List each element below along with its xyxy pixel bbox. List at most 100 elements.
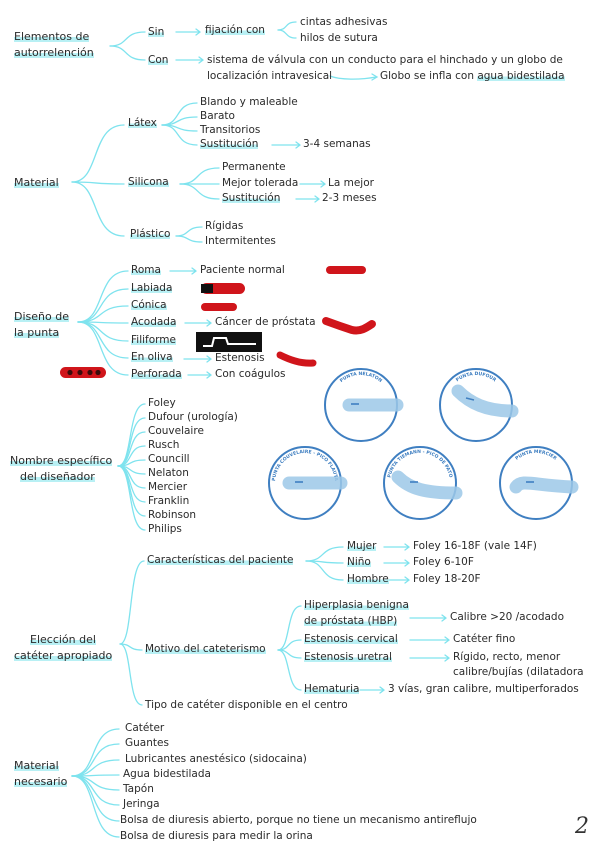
- s6-item-7: Bolsa de diuresis para medir la orina: [120, 830, 313, 842]
- s5-hombre-res: Foley 18-20F: [413, 573, 481, 585]
- s3-roma-res: Paciente normal: [200, 264, 285, 276]
- s2-silicona: Silicona: [128, 176, 169, 188]
- s5-motivo: Motivo del cateterismo: [145, 643, 266, 655]
- s4-name-4: Councill: [148, 453, 190, 465]
- arrow-latex-sust: [271, 141, 302, 149]
- s5-euret: Estenosis uretral: [304, 651, 392, 663]
- arrow-paciente: [383, 559, 411, 567]
- s5-hema-res: 3 vías, gran calibre, multiperforados: [388, 683, 579, 695]
- branch-line: [117, 465, 146, 531]
- s3-item-perforada: Perforada: [131, 368, 182, 380]
- arrow-hbp: [409, 614, 448, 622]
- s2-root: Material: [14, 176, 59, 189]
- s4-name-5: Nelaton: [148, 467, 189, 479]
- branch-line: [277, 649, 302, 691]
- branch-line: [117, 417, 146, 467]
- s4-name-2: Couvelaire: [148, 425, 204, 437]
- branch-line: [71, 775, 120, 806]
- arrow-oliva: [183, 355, 213, 363]
- s1-sin: Sin: [148, 26, 165, 38]
- s5-ecerv: Estenosis cervical: [304, 633, 398, 645]
- s5-euret-res1: Rígido, recto, menor: [453, 651, 561, 663]
- s1-con: Con: [148, 54, 169, 66]
- s1-root-line1: Elementos de: [14, 30, 90, 43]
- s2-latex-item-2: Transitorios: [200, 124, 261, 136]
- s5-hbp-line2: de próstata (HBP): [304, 615, 398, 627]
- arrow-con: [175, 56, 205, 64]
- s5-mujer-res: Foley 16-18F (vale 14F): [413, 540, 537, 552]
- s4-root-line1: Nombre específico: [10, 454, 113, 467]
- s6-item-2: Lubricantes anestésico (sidocaina): [125, 753, 307, 765]
- branch-line: [277, 21, 297, 31]
- s5-nino-res: Foley 6-10F: [413, 556, 474, 568]
- branch-line: [161, 124, 198, 146]
- s4-name-8: Robinson: [148, 509, 197, 521]
- page-number: 2: [575, 814, 589, 839]
- s2-latex-item-0: Blando y maleable: [200, 96, 298, 108]
- s3-root-line1: Diseño de: [14, 310, 69, 323]
- s1-valvula-line2: localización intravesical: [207, 70, 333, 82]
- s4-name-9: Philips: [148, 523, 182, 535]
- branch-line: [77, 321, 129, 342]
- arrow-euret: [409, 654, 451, 662]
- catheter-conica-drawing: [201, 303, 237, 311]
- s6-item-3: Agua bidestilada: [123, 768, 211, 780]
- branch-line: [109, 31, 146, 47]
- s2-latex-item-3: Sustitución: [200, 138, 259, 150]
- branch-line: [77, 270, 129, 323]
- s2-latex: Látex: [128, 117, 157, 129]
- catheter-roma-drawing-body: [326, 266, 366, 274]
- s5-tipo: Tipo de catéter disponible en el centro: [145, 699, 348, 711]
- catheter-oliva-drawing: [276, 351, 317, 367]
- branch-line: [77, 288, 129, 323]
- arrow-silicona-sust: [295, 195, 321, 203]
- s3-oliva-res: Estenosis: [215, 352, 265, 364]
- s4-root-line2: del diseñador: [20, 470, 95, 483]
- branch-line: [179, 167, 220, 185]
- s1-cintas: cintas adhesivas: [300, 16, 388, 28]
- s1-root-line2: autorrelención: [14, 46, 94, 59]
- arrow-perforada: [187, 371, 213, 379]
- s5-nino: Niño: [347, 556, 371, 568]
- s3-acodada-res: Cáncer de próstata: [215, 316, 316, 328]
- s6-item-1: Guantes: [125, 737, 169, 749]
- s3-item-filiforme: Filiforme: [131, 334, 176, 346]
- catheter-filiforme-box: [196, 332, 262, 352]
- s5-caract: Características del paciente: [147, 554, 294, 566]
- s2-latex-item-1: Barato: [200, 110, 235, 122]
- branch-line: [161, 102, 198, 126]
- s6-root-line2: necesario: [14, 775, 68, 788]
- arrow-paciente: [383, 543, 411, 551]
- branch-line: [119, 643, 143, 706]
- s5-mujer: Mujer: [347, 540, 377, 552]
- s6-item-0: Catéter: [125, 722, 165, 734]
- catheter-perforada-drawing: [60, 367, 106, 378]
- s6-item-4: Tapón: [123, 783, 154, 795]
- s4-name-3: Rusch: [148, 439, 180, 451]
- punta-circle-2: PUNTA COUVELAIRE - PICO FLAUTA: [268, 446, 348, 520]
- s4-name-0: Foley: [148, 397, 176, 409]
- branch-line: [305, 560, 344, 581]
- catheter-perforada-hole: [95, 369, 101, 376]
- branch-line: [119, 560, 145, 645]
- arrow-sin: [175, 28, 202, 36]
- branch-line: [71, 181, 125, 185]
- branch-line: [119, 643, 143, 651]
- arrow-hema: [359, 686, 386, 694]
- s3-perforada-res: Con coágulos: [215, 368, 286, 380]
- branch-line: [71, 124, 125, 183]
- s5-hema: Hematuria: [304, 683, 360, 695]
- s2-silicona-item-0: Permanente: [222, 161, 286, 173]
- s3-root-line2: la punta: [14, 326, 60, 339]
- s2-silicona-mejor: La mejor: [328, 177, 374, 189]
- s3-item-oliva: En oliva: [131, 351, 173, 363]
- s5-hbp-line1: Hiperplasia benigna: [304, 599, 409, 611]
- s6-item-6: Bolsa de diuresis abierto, porque no tie…: [120, 814, 477, 826]
- punta-catheter: [451, 384, 519, 418]
- branch-line: [71, 728, 120, 777]
- catheter-perforada-hole: [77, 369, 83, 376]
- s4-name-6: Mercier: [148, 481, 188, 493]
- s5-hombre: Hombre: [347, 573, 389, 585]
- s3-item-acodada: Acodada: [131, 316, 177, 328]
